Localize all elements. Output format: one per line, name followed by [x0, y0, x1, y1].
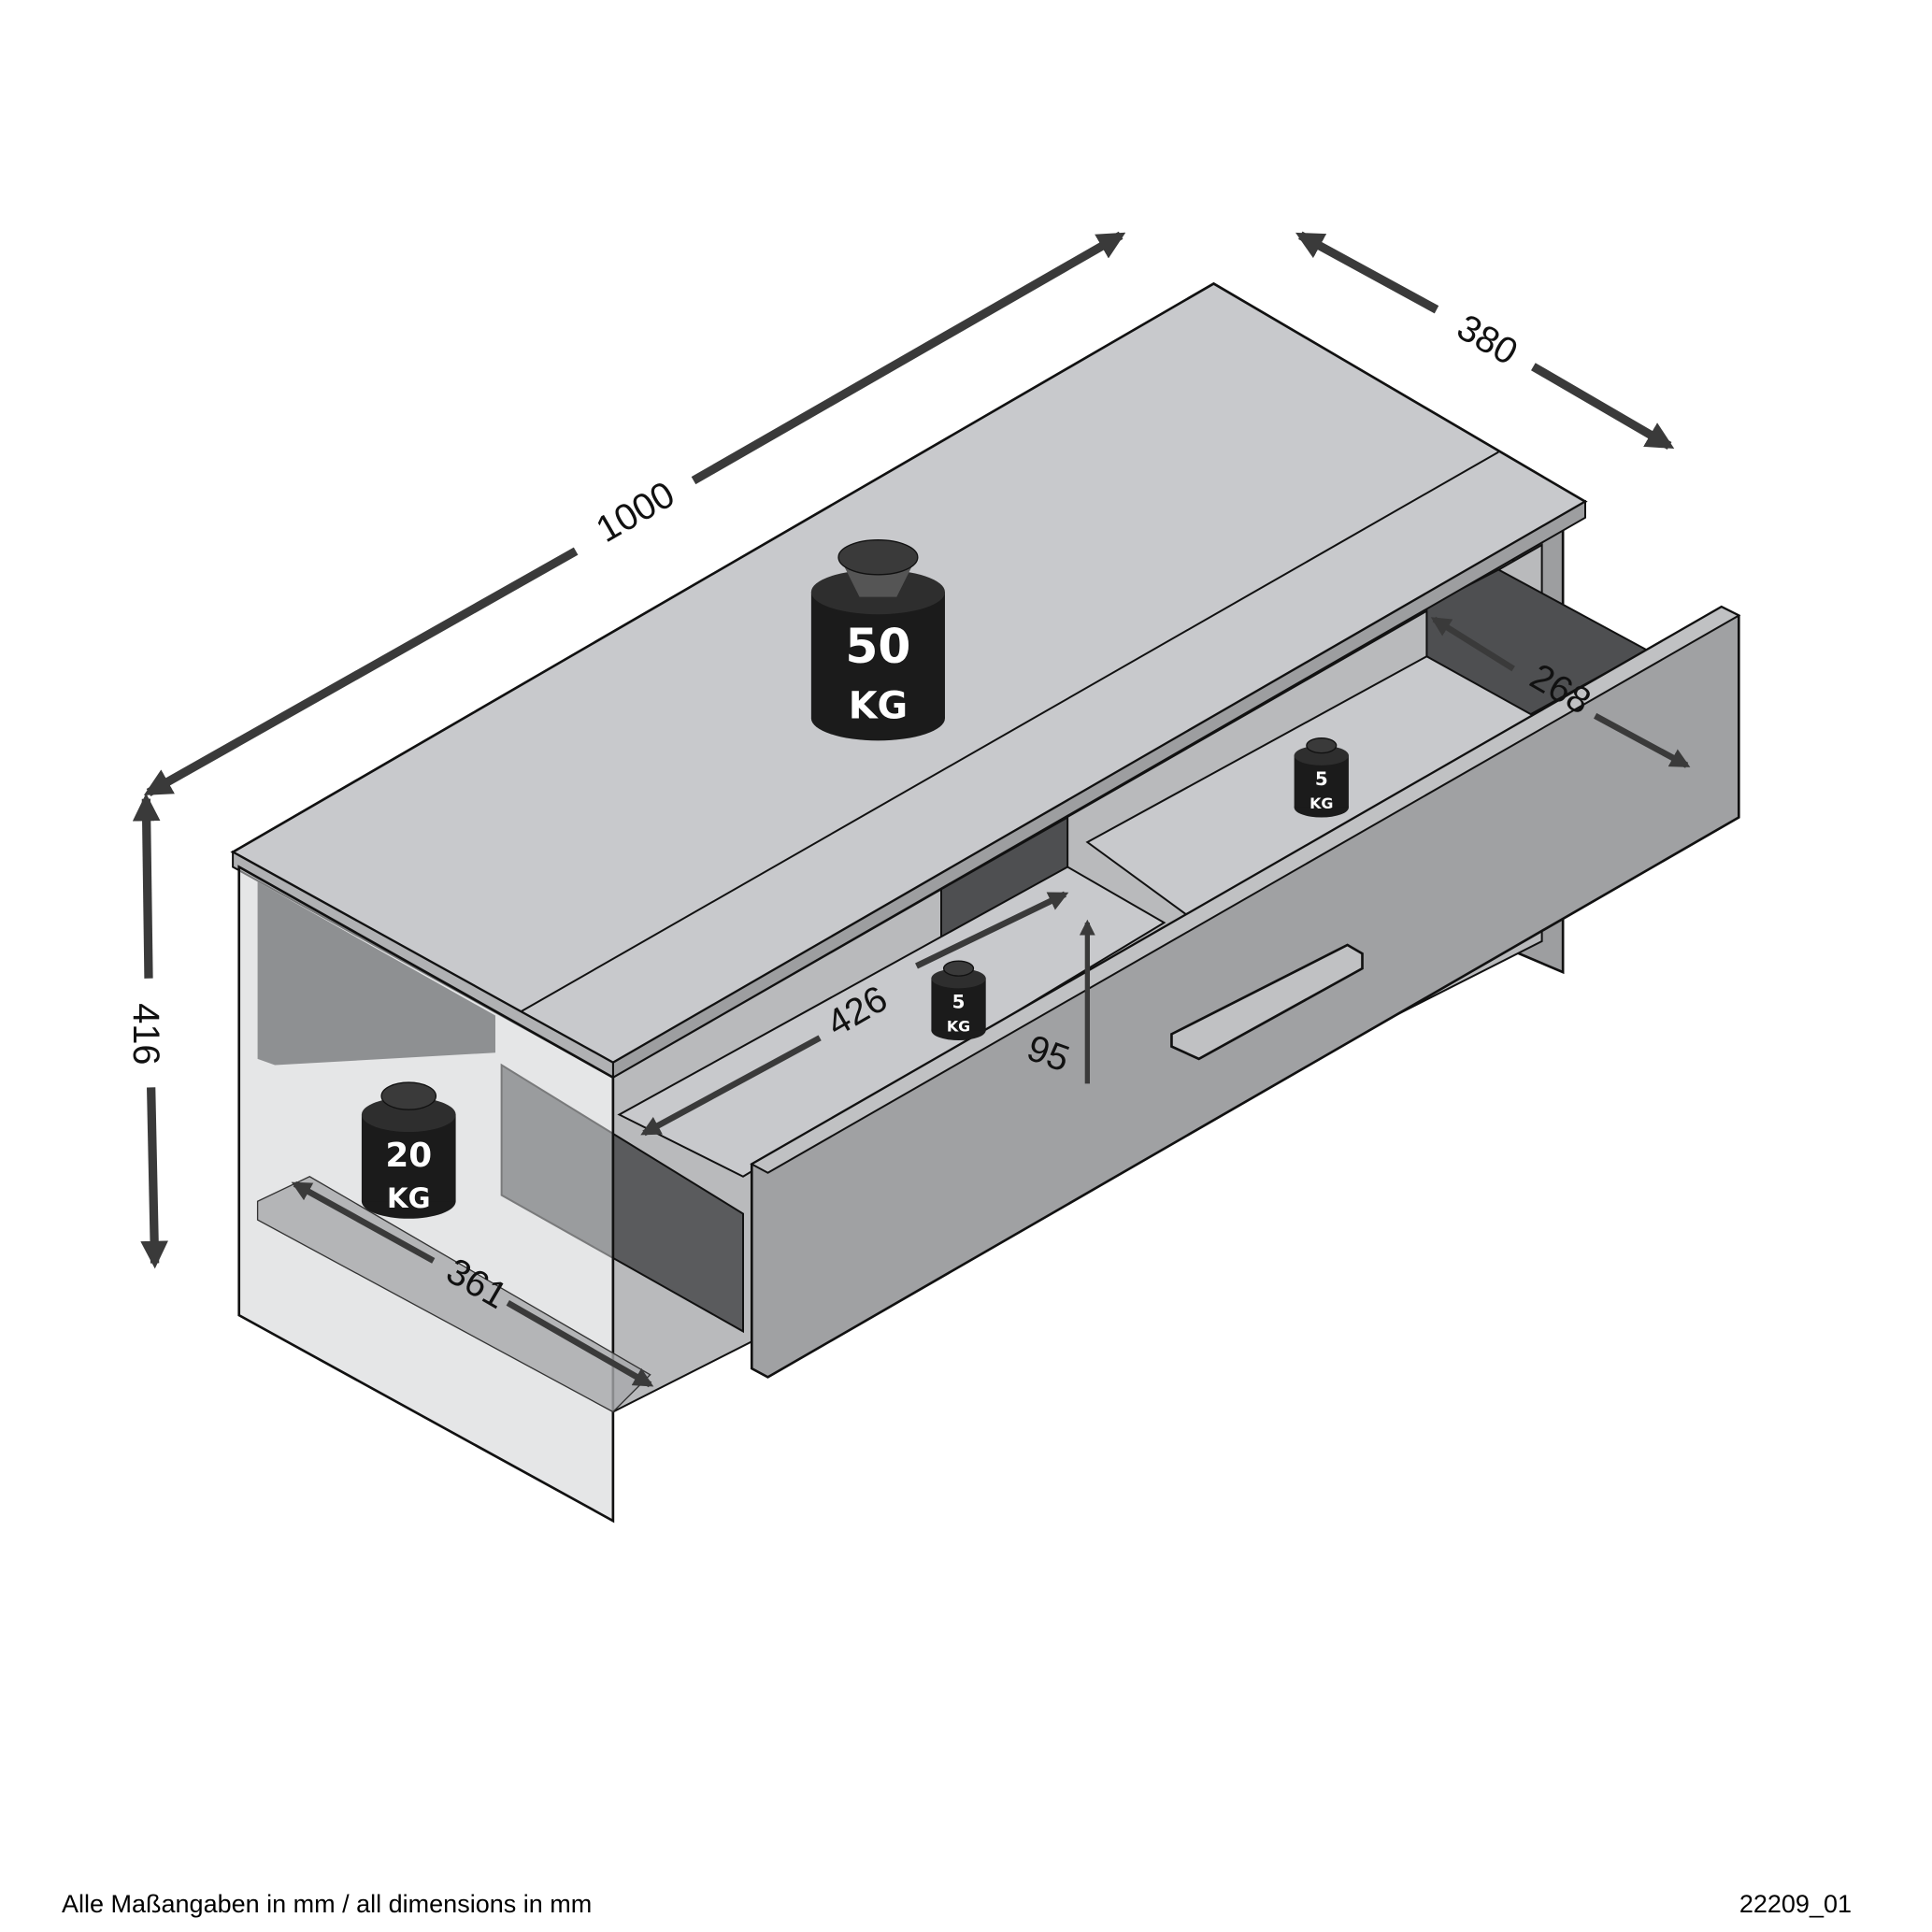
- arrow-side-front: [506, 1300, 654, 1388]
- arrow-drawer-front: [1594, 712, 1691, 768]
- drawer-front-top: [750, 606, 1741, 1174]
- arrow-shelf-right: [915, 891, 1069, 969]
- dimension-depth: 380: [1450, 307, 1524, 373]
- arrow-depth-left: [1295, 231, 1439, 314]
- side-inner-panel: [257, 881, 495, 1066]
- weight-side-unit: KG: [387, 1182, 430, 1214]
- drawing-code: 22209_01: [1739, 1890, 1852, 1918]
- weight-drawer-unit: KG: [1309, 794, 1333, 812]
- arrow-width-left: [143, 547, 579, 797]
- units-note: Alle Maßangaben in mm / all dimensions i…: [62, 1890, 593, 1918]
- weight-side-value: 20: [385, 1137, 432, 1175]
- arrow-drawer-back: [1430, 616, 1515, 672]
- weight-shelf-unit: KG: [947, 1018, 970, 1036]
- arrow-shelf-left: [640, 1035, 822, 1137]
- weight-top-unit: KG: [849, 684, 908, 727]
- weight-drawer: 5 KG: [1294, 737, 1349, 818]
- weight-side: 20 KG: [361, 1081, 456, 1219]
- weight-shelf-value: 5: [952, 992, 966, 1013]
- shelf-floor: [617, 866, 1166, 1178]
- side-shelf: [256, 1176, 651, 1413]
- arrow-width-right: [691, 231, 1126, 485]
- weight-top: 50 KG: [810, 539, 945, 741]
- arrow-depth-right: [1531, 363, 1675, 451]
- weight-drawer-value: 5: [1315, 768, 1328, 790]
- drawer-handle[interactable]: [1170, 943, 1364, 1061]
- arrow-height-top: [132, 793, 161, 979]
- dimension-height: 416: [125, 1003, 166, 1065]
- arrow-height-bottom: [140, 1087, 168, 1269]
- arrow-side-back: [291, 1181, 436, 1264]
- dimension-width: 1000: [590, 474, 682, 551]
- weight-top-value: 50: [845, 619, 910, 674]
- weight-shelf: 5 KG: [931, 960, 986, 1040]
- top-seam: [513, 451, 1499, 1017]
